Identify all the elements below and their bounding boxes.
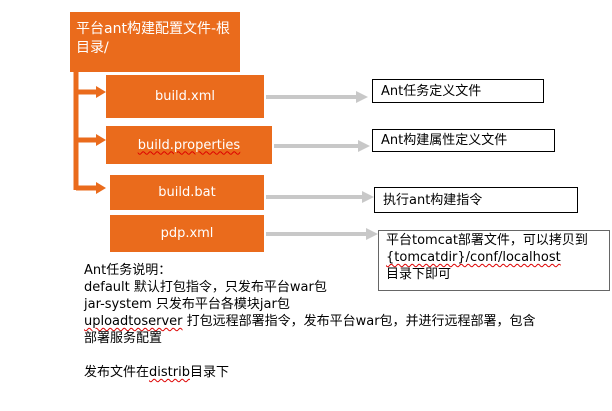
root-folder-label: 平台ant构建配置文件-根目录/ bbox=[76, 21, 230, 56]
gray-arrowheads bbox=[356, 91, 378, 240]
task-desc: 打包远程部署指令，发布平台war包，并进行远程部署，包含 bbox=[182, 314, 536, 329]
file-box-build-xml: build.xml bbox=[106, 75, 264, 118]
notes-title: Ant任务说明： bbox=[84, 263, 172, 278]
notes-spacer bbox=[84, 347, 604, 364]
notes-line-default: default 默认打包指令，只发布平台war包 bbox=[84, 279, 604, 296]
file-box-pdp-xml: pdp.xml bbox=[110, 215, 264, 252]
notes-line-uploadtoserver: uploadtoserver 打包远程部署指令，发布平台war包，并进行远程部署… bbox=[84, 313, 604, 330]
file-name: build.properties bbox=[137, 137, 241, 153]
file-name: build.bat bbox=[158, 185, 216, 200]
footer-dir: distrib bbox=[149, 365, 190, 380]
desc-box-build-properties: Ant构建属性定义文件 bbox=[372, 129, 555, 152]
notes-footer: 发布文件在distrib目录下 bbox=[84, 364, 604, 381]
file-description: 执行ant构建指令 bbox=[383, 193, 483, 208]
desc-box-build-bat: 执行ant构建指令 bbox=[374, 187, 578, 213]
tree-connector bbox=[73, 72, 96, 191]
file-box-build-properties: build.properties bbox=[106, 126, 272, 164]
footer-text: 发布文件在 bbox=[84, 365, 150, 380]
file-name: pdp.xml bbox=[160, 226, 214, 241]
ant-task-notes: Ant任务说明： default 默认打包指令，只发布平台war包 jar-sy… bbox=[84, 262, 604, 381]
desc-box-build-xml: Ant任务定义文件 bbox=[372, 79, 544, 103]
task-key: default bbox=[84, 280, 130, 295]
file-description: Ant构建属性定义文件 bbox=[381, 133, 508, 148]
notes-line-deploy-config: 部署服务配置 bbox=[84, 331, 163, 346]
root-folder-box: 平台ant构建配置文件-根目录/ bbox=[70, 12, 240, 72]
gray-arrows bbox=[266, 95, 368, 236]
task-key: uploadtoserver bbox=[84, 314, 183, 329]
notes-line-jar-system: jar-system 只发布平台各模块jar包 bbox=[84, 297, 290, 312]
file-name: build.xml bbox=[154, 89, 216, 104]
file-box-build-bat: build.bat bbox=[110, 175, 264, 210]
file-description: Ant任务定义文件 bbox=[381, 84, 482, 99]
file-description-path: {tomcatdir}/conf/localhost bbox=[386, 250, 561, 265]
footer-text-post: 目录下 bbox=[189, 365, 229, 380]
tree-arrowheads bbox=[96, 86, 106, 194]
task-desc: 默认打包指令，只发布平台war包 bbox=[129, 280, 327, 295]
desc-box-pdp-xml: 平台tomcat部署文件，可以拷贝到 {tomcatdir}/conf/local… bbox=[378, 228, 604, 291]
file-description-pre: 平台tomcat部署文件，可以拷贝到 bbox=[386, 233, 588, 248]
file-description-post: 目录下即可 bbox=[386, 267, 452, 282]
